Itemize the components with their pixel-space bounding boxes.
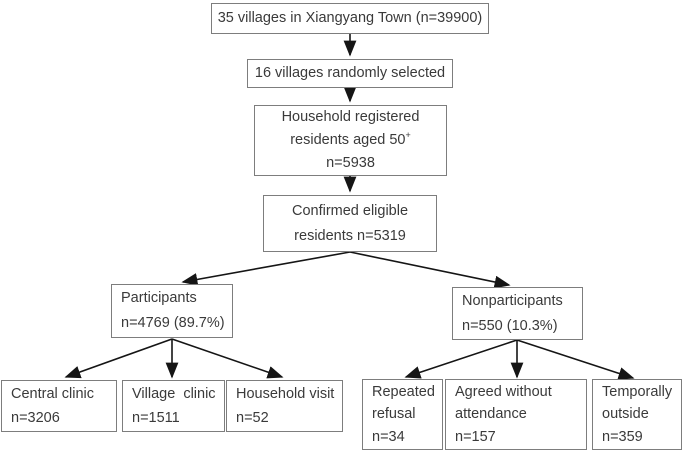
- flow-box-repeated-refusal: Repeated refusal n=34: [362, 379, 443, 450]
- flow-box-participants: Participants n=4769 (89.7%): [111, 284, 233, 338]
- box-text: Temporally: [602, 383, 673, 400]
- box-count: n=359: [602, 428, 643, 445]
- arrow-participants-to-household-visit: [171, 338, 284, 379]
- flow-box-confirmed-eligible: Confirmed eligible residents n=5319: [263, 195, 437, 252]
- box-text: Household registered: [281, 109, 420, 125]
- box-text: Repeated: [372, 383, 435, 400]
- box-text: Household visit: [236, 386, 335, 402]
- box-text: 35 villages in Xiangyang Town (n=39900): [217, 10, 483, 26]
- flow-box-total-villages: 35 villages in Xiangyang Town (n=39900): [211, 3, 489, 34]
- flow-box-agreed-without-attendance: Agreed without attendance n=157: [445, 379, 587, 450]
- box-count: n=157: [455, 428, 496, 445]
- flow-box-village-clinic: Village clinic n=1511: [122, 380, 225, 432]
- box-text: attendance: [455, 406, 527, 423]
- box-text: refusal: [372, 406, 416, 423]
- box-text: residents aged 50+: [290, 129, 411, 152]
- box-text: Nonparticipants: [462, 292, 563, 309]
- box-text-part: residents aged 50: [290, 132, 406, 148]
- box-text: Participants: [121, 290, 197, 306]
- box-count: n=550 (10.3%): [462, 317, 558, 334]
- box-text: Village clinic: [132, 386, 216, 402]
- box-count: n=34: [372, 428, 405, 445]
- arrow-participants-to-central-clinic: [64, 338, 173, 379]
- arrow-nonparticipants-to-repeated-refusal: [404, 339, 518, 379]
- box-text: Central clinic: [11, 386, 94, 402]
- box-count: n=52: [236, 410, 269, 426]
- flow-box-selected-villages: 16 villages randomly selected: [247, 59, 453, 88]
- box-count: n=3206: [11, 410, 60, 426]
- box-count: residents n=5319: [294, 227, 406, 244]
- flow-box-household-registered: Household registered residents aged 50+ …: [254, 105, 447, 176]
- arrow-eligible-to-participants: [181, 251, 351, 286]
- box-count: n=1511: [132, 410, 180, 426]
- flow-box-central-clinic: Central clinic n=3206: [1, 380, 117, 432]
- box-text: Confirmed eligible: [291, 202, 409, 219]
- arrow-nonparticipants-to-temporally-outside: [516, 339, 635, 380]
- box-text: Agreed without: [455, 383, 552, 400]
- box-count: n=4769 (89.7%): [121, 315, 225, 331]
- arrow-eligible-to-nonparticipants: [349, 251, 511, 289]
- box-text: outside: [602, 406, 649, 423]
- flow-box-nonparticipants: Nonparticipants n=550 (10.3%): [452, 287, 583, 340]
- flow-box-household-visit: Household visit n=52: [226, 380, 343, 432]
- superscript-plus: +: [405, 130, 411, 141]
- flow-box-temporally-outside: Temporally outside n=359: [592, 379, 682, 450]
- box-count: n=5938: [326, 155, 375, 171]
- box-text: 16 villages randomly selected: [254, 65, 446, 81]
